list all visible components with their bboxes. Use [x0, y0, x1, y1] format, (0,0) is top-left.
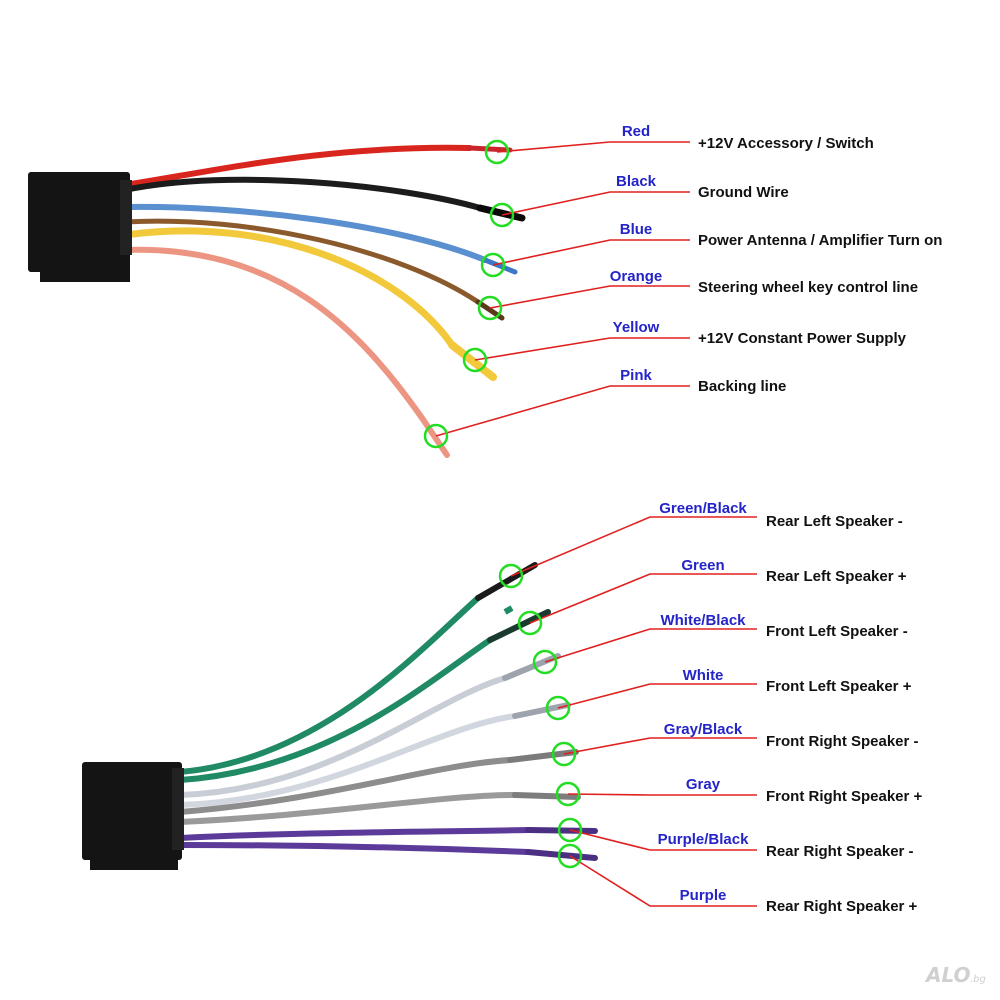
watermark-logo: ALO .bg	[924, 963, 986, 987]
wire-function-label: Front Left Speaker +	[766, 678, 912, 695]
wire-color-label: Gray/Black	[664, 721, 743, 738]
wire-red	[122, 144, 473, 188]
wire-orange	[122, 218, 481, 305]
wire-function-label: +12V Accessory / Switch	[698, 135, 874, 152]
marker-ring	[462, 347, 488, 373]
wire-color-label: Red	[622, 123, 650, 140]
wire-function-label: Rear Left Speaker +	[766, 568, 907, 585]
wire-color-label: Green	[681, 557, 724, 574]
wire-color-label: White	[683, 667, 724, 684]
wire-function-label: Backing line	[698, 378, 786, 395]
top-connector	[28, 172, 130, 272]
wire-white-black	[177, 675, 508, 798]
wire-pink	[122, 246, 425, 421]
marker-ring	[557, 843, 583, 869]
wire-color-label: Black	[616, 173, 657, 190]
marker-ring	[477, 295, 503, 321]
marker-ring	[489, 202, 515, 228]
wire-green-black	[177, 595, 481, 775]
top-harness: Red +12V Accessory / Switch Black Ground…	[28, 123, 942, 458]
wire-blue	[122, 203, 488, 263]
wire-white	[177, 713, 518, 808]
watermark-text: ALO	[924, 963, 971, 987]
marker-ring	[480, 252, 506, 278]
wire-black	[122, 176, 483, 211]
wire-color-label: Green/Black	[659, 500, 747, 517]
marker-ring	[551, 741, 577, 767]
wire-function-label: Rear Right Speaker +	[766, 898, 918, 915]
wire-function-label: Steering wheel key control line	[698, 279, 918, 296]
wire-gray	[177, 792, 518, 825]
wire-purple-black	[177, 827, 531, 841]
wire-color-label: Blue	[620, 221, 653, 238]
wire-color-label: Yellow	[613, 319, 660, 336]
wire-color-label: Purple/Black	[658, 831, 750, 848]
wire-function-label: Power Antenna / Amplifier Turn on	[698, 232, 942, 249]
marker-ring	[557, 817, 583, 843]
wire-function-label: Front Right Speaker -	[766, 733, 919, 750]
marker-ring	[423, 423, 449, 449]
wire-function-label: Rear Right Speaker -	[766, 843, 914, 860]
marker-ring	[498, 563, 524, 589]
marker-ring	[555, 781, 581, 807]
wire-color-label: Gray	[686, 776, 721, 793]
marker-ring	[484, 139, 510, 165]
wire-green	[177, 637, 493, 783]
wire-yellow	[121, 227, 456, 349]
marker-ring	[532, 649, 558, 675]
bottom-connector	[82, 762, 182, 860]
wire-function-label: Rear Left Speaker -	[766, 513, 903, 530]
marker-ring	[517, 610, 543, 636]
watermark-suffix: .bg	[970, 974, 986, 985]
wire-purple	[177, 842, 531, 855]
wire-color-label: Orange	[610, 268, 663, 285]
wire-function-label: Front Left Speaker -	[766, 623, 908, 640]
marker-ring	[545, 695, 571, 721]
wire-color-label: Pink	[620, 367, 652, 384]
wire-gray-black	[177, 757, 513, 815]
wire-color-label: Purple	[680, 887, 727, 904]
wire-function-label: Front Right Speaker +	[766, 788, 923, 805]
wire-function-label: Ground Wire	[698, 184, 789, 201]
bottom-harness: Green/Black Rear Left Speaker - Green Re…	[82, 500, 923, 915]
wire-color-label: White/Black	[660, 612, 746, 629]
wire-function-label: +12V Constant Power Supply	[698, 330, 907, 347]
